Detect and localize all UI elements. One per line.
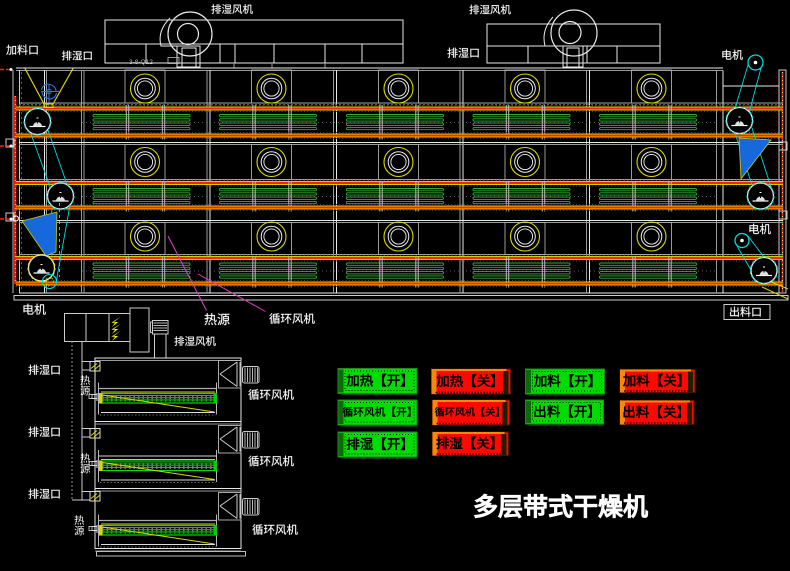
svg-text:3-8-Q12: 3-8-Q12: [129, 59, 153, 66]
